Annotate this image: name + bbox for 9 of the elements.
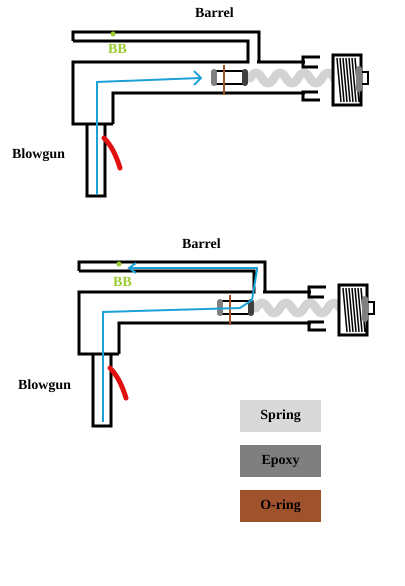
- part-label: Blowgun: [12, 147, 65, 163]
- part-label: Barrel: [195, 6, 234, 22]
- legend-label: O-ring: [260, 498, 301, 513]
- legend-label: Spring: [260, 408, 301, 423]
- part-label: BB: [108, 42, 127, 58]
- part-label: BB: [113, 275, 132, 291]
- legend-label: Epoxy: [261, 453, 300, 468]
- part-label: Blowgun: [18, 378, 71, 394]
- part-label: Barrel: [182, 237, 221, 253]
